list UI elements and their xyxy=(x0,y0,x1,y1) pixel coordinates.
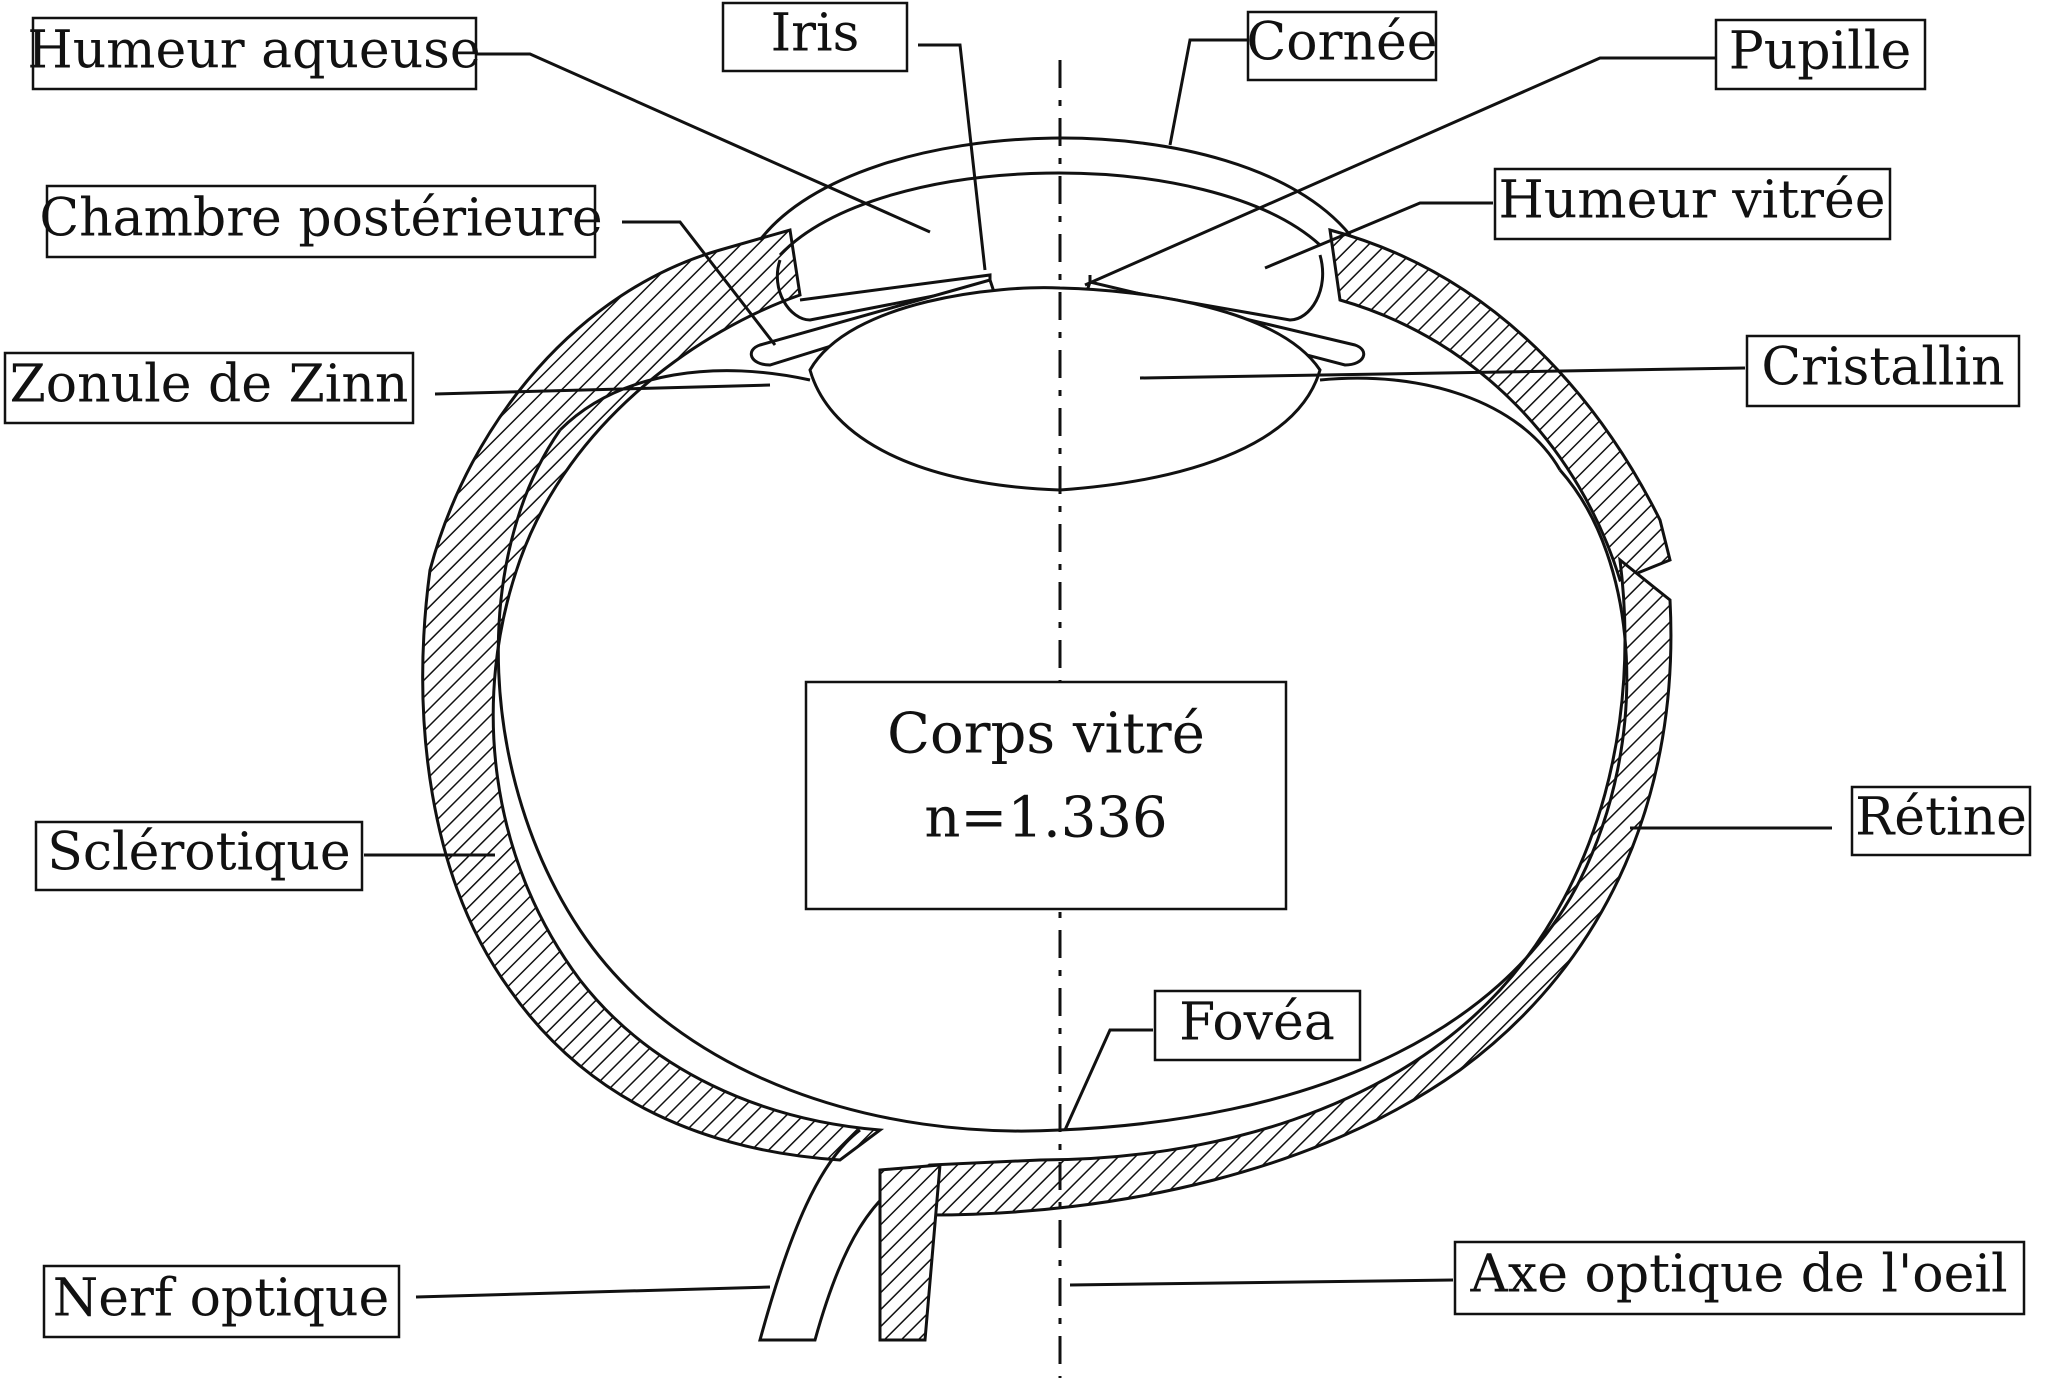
svg-text:n=1.336: n=1.336 xyxy=(924,786,1167,851)
svg-text:Zonule de Zinn: Zonule de Zinn xyxy=(10,355,409,415)
label-cornee: Cornée xyxy=(1247,10,1438,82)
label-humeur-vitree: Humeur vitrée xyxy=(1493,167,1892,241)
svg-text:Humeur aqueuse: Humeur aqueuse xyxy=(27,21,480,81)
label-axe-optique: Axe optique de l'oeil xyxy=(1453,1240,2026,1316)
anterior-chamber xyxy=(775,254,1325,322)
label-retine: Rétine xyxy=(1850,785,2032,857)
svg-text:Chambre postérieure: Chambre postérieure xyxy=(39,189,602,249)
label-pupille: Pupille xyxy=(1714,18,1927,91)
optic-nerve xyxy=(758,1128,942,1342)
svg-text:Pupille: Pupille xyxy=(1729,22,1911,82)
svg-text:Cornée: Cornée xyxy=(1247,13,1438,73)
svg-text:Corps vitré: Corps vitré xyxy=(887,702,1205,767)
cornea xyxy=(758,136,1352,241)
cornea-inner xyxy=(778,171,1322,257)
svg-text:Humeur vitrée: Humeur vitrée xyxy=(1498,171,1885,231)
label-fovea: Fovéa xyxy=(1153,989,1362,1062)
zonule-fibers xyxy=(558,369,1562,471)
label-center-box: Corps vitré n=1.336 xyxy=(804,680,1288,911)
label-sclerotique: Sclérotique xyxy=(34,820,364,892)
svg-text:Axe optique de l'oeil: Axe optique de l'oeil xyxy=(1469,1245,2007,1305)
label-iris: Iris xyxy=(721,1,909,73)
svg-text:Nerf optique: Nerf optique xyxy=(53,1269,390,1329)
leader-lines xyxy=(364,38,1832,1299)
lens-shape xyxy=(808,286,1322,492)
svg-text:Iris: Iris xyxy=(771,4,860,64)
svg-text:Cristallin: Cristallin xyxy=(1761,338,2004,398)
svg-text:Fovéa: Fovéa xyxy=(1179,993,1335,1053)
label-chambre-posterieure: Chambre postérieure xyxy=(39,184,603,259)
label-nerf-optique: Nerf optique xyxy=(42,1264,401,1339)
label-humeur-aqueuse: Humeur aqueuse xyxy=(27,16,481,91)
label-zonule-de-zinn: Zonule de Zinn xyxy=(3,351,415,425)
svg-text:Sclérotique: Sclérotique xyxy=(47,823,350,883)
label-cristallin: Cristallin xyxy=(1745,334,2021,408)
svg-text:Rétine: Rétine xyxy=(1855,788,2027,848)
